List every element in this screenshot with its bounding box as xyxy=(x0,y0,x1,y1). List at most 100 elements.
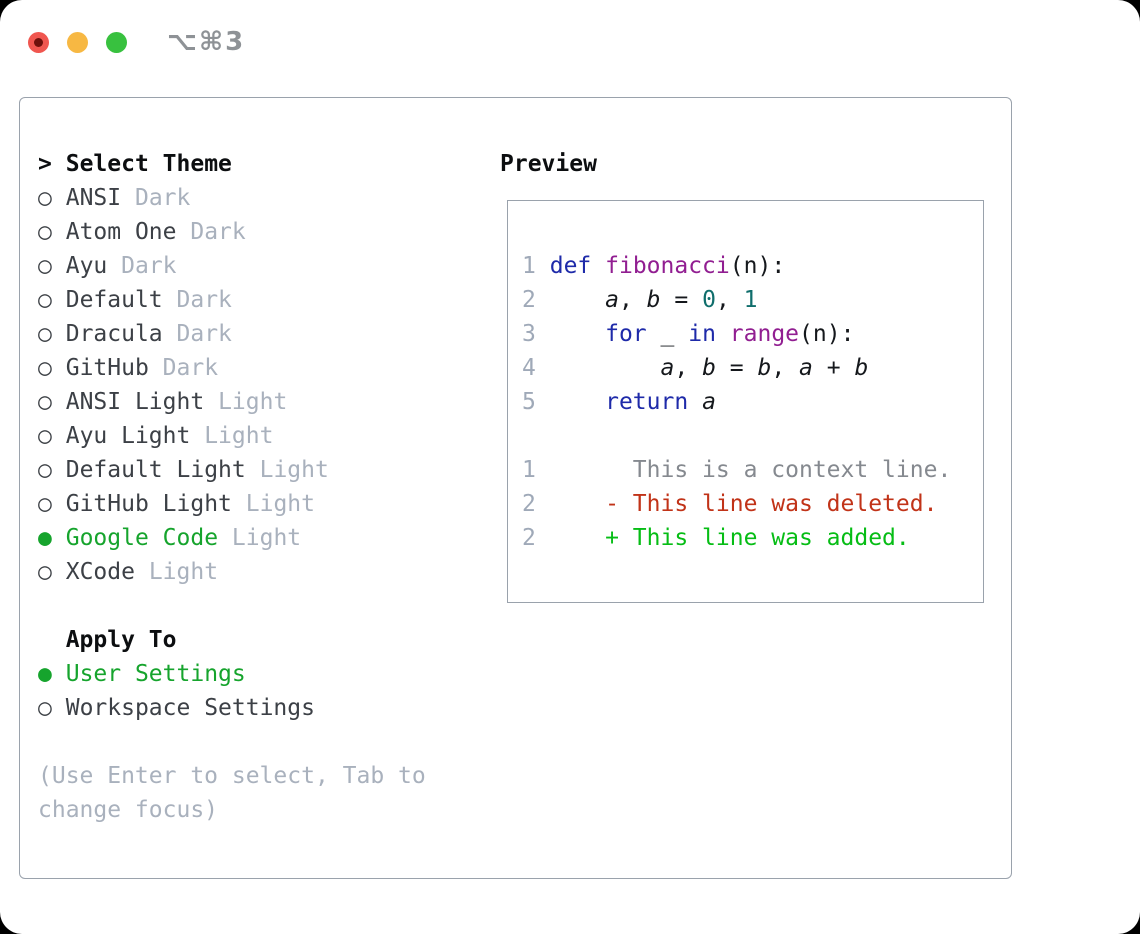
code-token xyxy=(550,287,605,313)
radio-unselected-icon: ○ xyxy=(38,491,52,517)
radio-unselected-icon: ○ xyxy=(38,457,52,483)
line-number: 5 xyxy=(522,389,536,415)
code-token: n xyxy=(743,253,758,279)
code-token: return xyxy=(605,389,689,415)
theme-variant: Light xyxy=(148,559,219,585)
code-token xyxy=(550,321,605,347)
radio-unselected-icon: ○ xyxy=(38,185,52,211)
theme-option[interactable]: ○ Atom One Dark xyxy=(38,215,329,249)
blank-line xyxy=(522,419,951,453)
theme-option[interactable]: ○ XCode Light xyxy=(38,555,329,589)
code-line: 4 a, b = b, a + b xyxy=(522,351,951,385)
theme-variant: Dark xyxy=(176,287,232,313)
code-token: fibonacci xyxy=(605,253,730,279)
zoom-button-icon[interactable] xyxy=(106,31,127,53)
diff-text: - This line was deleted. xyxy=(549,491,938,517)
radio-unselected-icon: ○ xyxy=(38,321,52,347)
theme-variant: Light xyxy=(245,491,315,517)
theme-option[interactable]: ○ ANSI Light Light xyxy=(38,385,329,419)
code-token: b xyxy=(757,355,772,381)
minimize-button-icon[interactable] xyxy=(67,31,88,53)
code-token: = xyxy=(660,287,703,313)
code-line: 2 a, b = 0, 1 xyxy=(522,283,951,317)
theme-name: Default Light xyxy=(65,457,246,483)
apply-to-label: Workspace Settings xyxy=(65,695,315,721)
radio-unselected-icon: ○ xyxy=(38,389,52,415)
theme-option[interactable]: ○ Default Light Light xyxy=(38,453,329,487)
diff-line-del: 2 - This line was deleted. xyxy=(522,487,951,521)
theme-name: ANSI Light xyxy=(65,389,205,415)
code-token: = xyxy=(715,355,758,381)
diff-text: + This line was added. xyxy=(549,525,910,551)
code-line: 5 return a xyxy=(522,385,951,419)
radio-unselected-icon: ○ xyxy=(38,423,52,449)
code-token: 0 xyxy=(702,287,716,313)
theme-name: GitHub xyxy=(65,355,149,381)
code-token: , xyxy=(771,355,800,381)
apply-to-label: User Settings xyxy=(65,661,246,687)
radio-unselected-icon: ○ xyxy=(38,219,52,245)
theme-name: Default xyxy=(65,287,163,313)
titlebar: ⌥⌘3 xyxy=(28,27,245,57)
radio-unselected-icon: ○ xyxy=(38,355,52,381)
apply-to-option[interactable]: ● User Settings xyxy=(38,657,315,691)
code-token xyxy=(716,321,730,347)
theme-option[interactable]: ○ GitHub Dark xyxy=(38,351,329,385)
theme-list-header: > Select Theme xyxy=(38,147,329,181)
line-number: 2 xyxy=(522,287,536,313)
theme-variant: Light xyxy=(259,457,329,483)
diff-line-add: 2 + This line was added. xyxy=(522,521,951,555)
radio-unselected-icon: ○ xyxy=(38,695,52,721)
theme-list-title: Select Theme xyxy=(65,151,232,177)
theme-name: GitHub Light xyxy=(65,491,232,517)
diff-text: This is a context line. xyxy=(549,457,952,483)
code-token: , xyxy=(618,287,647,313)
theme-option[interactable]: ○ ANSI Dark xyxy=(38,181,329,215)
theme-option[interactable]: ○ Default Dark xyxy=(38,283,329,317)
code-token: for xyxy=(605,321,647,347)
apply-to-option[interactable]: ○ Workspace Settings xyxy=(38,691,315,725)
theme-option[interactable]: ○ Ayu Dark xyxy=(38,249,329,283)
theme-variant: Dark xyxy=(162,355,219,381)
hint-line-1: (Use Enter to select, Tab to xyxy=(38,763,426,789)
code-line: 1 def fibonacci(n): xyxy=(522,249,951,283)
theme-name: ANSI xyxy=(65,185,122,211)
code-token xyxy=(688,389,702,415)
line-number: 1 xyxy=(522,457,536,483)
theme-variant: Dark xyxy=(176,321,232,347)
code-token: + xyxy=(812,355,855,381)
close-button-icon[interactable] xyxy=(28,31,49,53)
theme-name: XCode xyxy=(65,559,135,585)
line-number: 3 xyxy=(522,321,536,347)
theme-option[interactable]: ○ GitHub Light Light xyxy=(38,487,329,521)
theme-variant: Light xyxy=(231,525,302,551)
radio-unselected-icon: ○ xyxy=(38,559,52,585)
code-token xyxy=(550,389,605,415)
preview-title: Preview xyxy=(500,151,597,177)
theme-variant: Light xyxy=(204,423,274,449)
code-token xyxy=(591,253,605,279)
theme-variant: Dark xyxy=(121,253,177,279)
apply-to-section: Apply To ● User Settings○ Workspace Sett… xyxy=(38,623,315,725)
code-token: _ xyxy=(660,321,675,347)
code-token: 1 xyxy=(743,287,758,313)
keyboard-hint: (Use Enter to select, Tab to change focu… xyxy=(38,759,426,827)
theme-option[interactable]: ○ Dracula Dark xyxy=(38,317,329,351)
code-token: in xyxy=(688,321,716,347)
code-token: b xyxy=(702,355,716,381)
theme-option[interactable]: ● Google Code Light xyxy=(38,521,329,555)
diff-line-ctx: 1 This is a context line. xyxy=(522,453,951,487)
code-token: range xyxy=(729,321,800,347)
window-title: ⌥⌘3 xyxy=(167,27,246,57)
prompt-arrow-icon: > xyxy=(38,151,52,177)
code-token: a xyxy=(605,287,619,313)
radio-selected-icon: ● xyxy=(38,661,52,687)
theme-name: Google Code xyxy=(65,525,219,551)
line-number: 1 xyxy=(522,253,536,279)
hint-line-2: change focus) xyxy=(38,797,219,823)
code-token: ( xyxy=(729,253,744,279)
code-token: ): xyxy=(757,253,786,279)
theme-name: Ayu Light xyxy=(65,423,191,449)
theme-option[interactable]: ○ Ayu Light Light xyxy=(38,419,329,453)
